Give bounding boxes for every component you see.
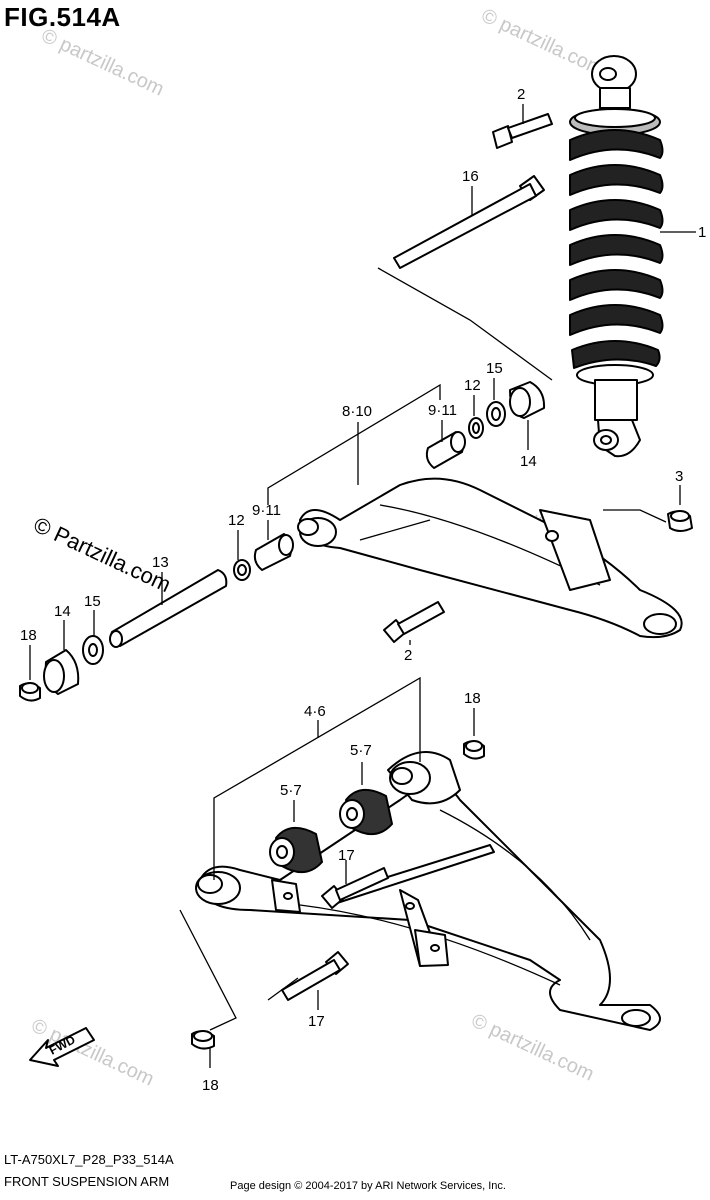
callout-17b: 17 — [308, 1013, 325, 1030]
callout-2b: 2 — [404, 647, 412, 664]
bushing-5-7-left[interactable] — [269, 827, 323, 873]
copyright-text: Page design © 2004-2017 by ARI Network S… — [230, 1180, 506, 1192]
callout-13: 13 — [152, 554, 169, 571]
callout-4-6: 4·6 — [304, 703, 326, 720]
callout-2a: 2 — [517, 86, 525, 103]
collar-14-left[interactable] — [43, 649, 80, 695]
callout-12a: 12 — [464, 377, 481, 394]
watermark: © partzilla.com — [38, 25, 167, 101]
nut-18-left[interactable] — [19, 682, 41, 702]
callout-9-11a: 9·11 — [428, 402, 457, 419]
nut-3[interactable] — [667, 510, 693, 532]
ring-12-left[interactable] — [233, 559, 251, 581]
lower-arm[interactable] — [195, 751, 661, 1031]
bolt-17-upper[interactable] — [321, 867, 389, 909]
nut-18-lower[interactable] — [191, 1030, 215, 1050]
figure-title: FIG.514A — [4, 2, 121, 32]
callout-1: 1 — [698, 224, 706, 241]
bolt-2-top[interactable] — [492, 113, 553, 149]
watermark: © partzilla.com — [468, 1010, 597, 1086]
bushing-9-11-left[interactable] — [253, 533, 294, 571]
nut-18-right[interactable] — [463, 740, 485, 760]
callout-16: 16 — [462, 168, 479, 185]
callout-12b: 12 — [228, 512, 245, 529]
seal-15-right[interactable] — [486, 401, 506, 427]
callout-14a: 14 — [520, 453, 537, 470]
callout-18c: 18 — [202, 1077, 219, 1094]
callout-18b: 18 — [464, 690, 481, 707]
figure-name: FRONT SUSPENSION ARM — [4, 1174, 170, 1189]
ring-12-right[interactable] — [468, 417, 484, 439]
collar-14-right[interactable] — [509, 381, 546, 419]
callout-14b: 14 — [54, 603, 71, 620]
watermark: © partzilla.com — [478, 5, 607, 81]
callout-5-7a: 5·7 — [280, 782, 302, 799]
bushing-9-11-right[interactable] — [425, 431, 466, 469]
bolt-2-lower[interactable] — [383, 601, 445, 643]
callout-18a: 18 — [20, 627, 37, 644]
callout-3: 3 — [675, 468, 683, 485]
callout-17a: 17 — [338, 847, 355, 864]
seal-15-left[interactable] — [82, 635, 104, 665]
bolt-16[interactable] — [393, 175, 545, 269]
callout-5-7b: 5·7 — [350, 742, 372, 759]
callout-8-10: 8·10 — [342, 403, 372, 420]
upper-arm[interactable] — [297, 477, 683, 639]
callout-15b: 15 — [84, 593, 101, 610]
callout-15a: 15 — [486, 360, 503, 377]
bushing-5-7-right[interactable] — [339, 789, 393, 835]
figure-code: LT-A750XL7_P28_P33_514A — [4, 1152, 174, 1167]
callout-9-11b: 9·11 — [252, 502, 281, 519]
shock-absorber[interactable] — [569, 55, 664, 458]
shaft-13[interactable] — [109, 569, 228, 648]
bolt-17-lower[interactable] — [281, 951, 349, 1001]
